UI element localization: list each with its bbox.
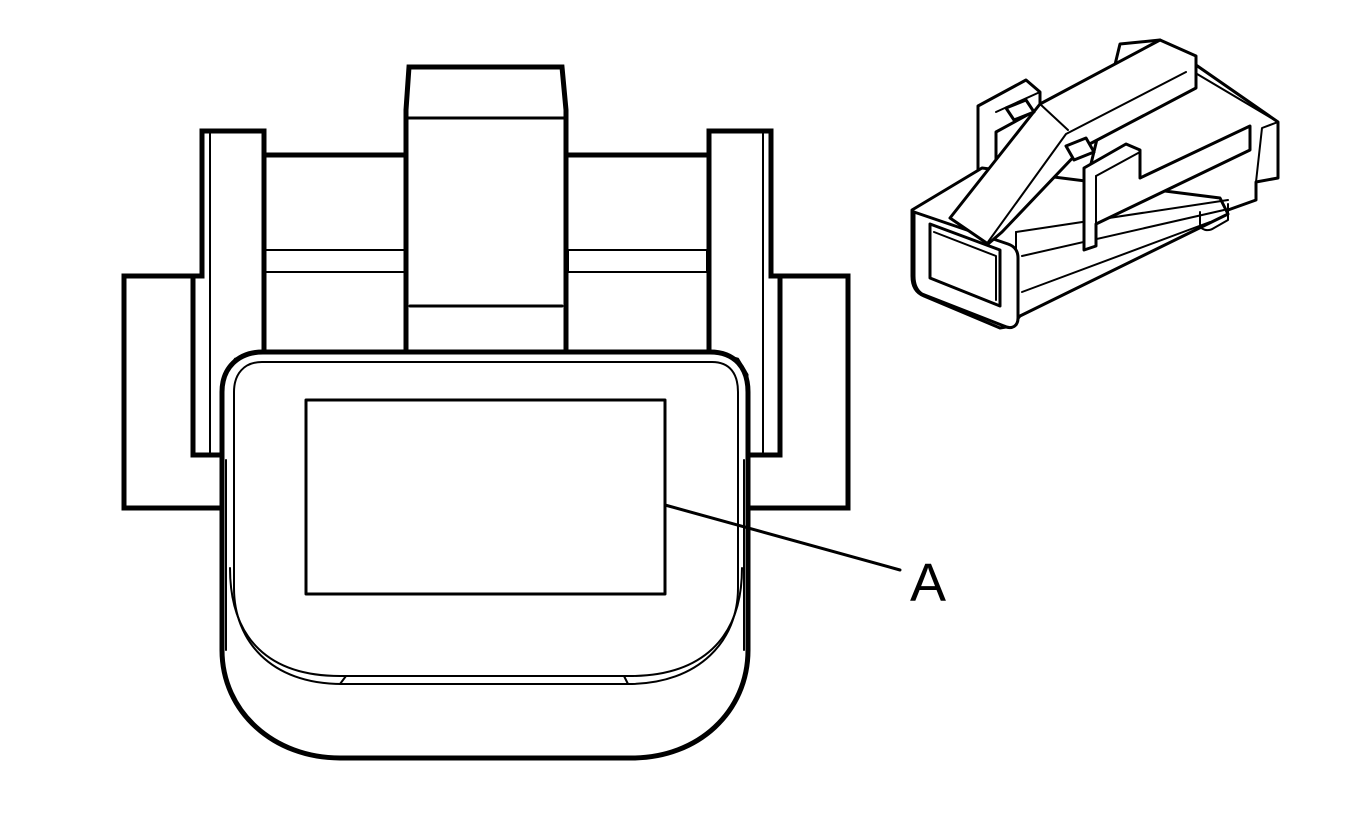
connector-front-view <box>121 64 851 761</box>
upper-housing <box>259 152 411 355</box>
upper-housing-right <box>562 152 713 355</box>
body-lower-rim <box>229 567 743 677</box>
callout-a-label: A <box>910 553 946 613</box>
iso-body-side-rib-2 <box>1021 221 1211 293</box>
iso-lower-skid <box>1199 203 1229 232</box>
callout-a-leader-line <box>663 503 902 572</box>
iso-crossbar-pin-left <box>1004 98 1036 122</box>
callout-a: A <box>663 503 946 613</box>
locking-latch <box>403 64 569 355</box>
iso-right-wing-edge <box>1095 151 1141 177</box>
iso-front-cavity <box>928 222 1002 308</box>
terminal-cavity-face <box>304 398 667 596</box>
iso-latch-crease <box>1039 103 1069 131</box>
iso-rear-face <box>1255 121 1279 183</box>
rim-notch-left <box>339 675 347 685</box>
rim-notch-right <box>623 675 629 685</box>
iso-body-top-edge <box>1015 199 1229 233</box>
iso-crossbar-pin-right <box>1064 136 1096 162</box>
connector-isometric-view <box>910 38 1280 330</box>
iso-body-side-rib <box>1021 209 1225 257</box>
connector-body <box>219 349 751 761</box>
iso-cavity-inner <box>933 231 997 301</box>
iso-right-wing <box>1082 124 1252 252</box>
iso-latch-ridge <box>987 71 1187 243</box>
